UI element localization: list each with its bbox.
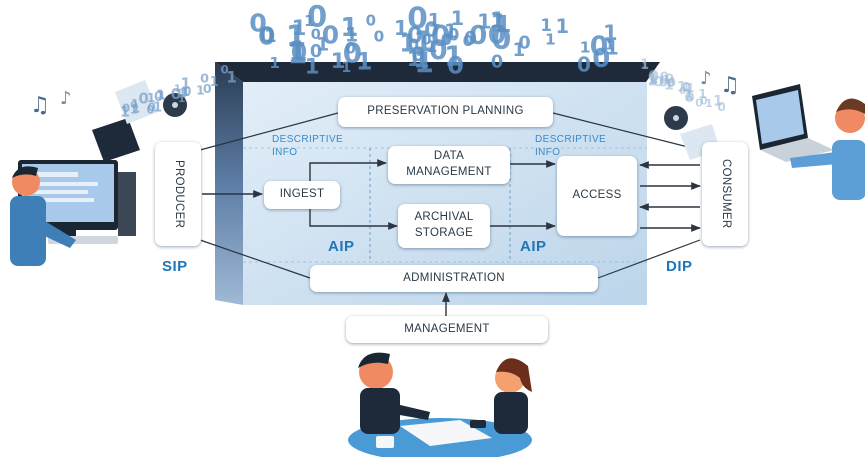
connector-line (552, 112, 701, 151)
svg-text:♫: ♫ (30, 93, 50, 118)
data-management-box: DATA MANAGEMENT (388, 146, 510, 184)
connector-line (199, 239, 311, 279)
sip-label: SIP (162, 258, 188, 275)
aip-right-label: AIP (520, 238, 547, 255)
connector-line (199, 112, 339, 151)
consumer-box: CONSUMER (702, 142, 748, 246)
svg-text:♪: ♪ (700, 68, 712, 89)
producer-box: PRODUCER (155, 142, 201, 246)
descriptive-info-left-label: DESCRIPTIVE INFO (272, 134, 344, 158)
music-notes-icon: ♫ ♪ ♪ ♫ (30, 68, 740, 118)
access-box: ACCESS (557, 156, 637, 236)
person-at-desktop-icon (10, 160, 136, 266)
person-with-laptop-icon (752, 84, 865, 200)
administration-box: ADMINISTRATION (310, 265, 598, 292)
svg-text:♫: ♫ (720, 73, 740, 98)
ingest-box: INGEST (264, 181, 340, 209)
meeting-people-icon (348, 352, 532, 457)
ingest-to-data-arrow (309, 159, 387, 181)
archive-box-top (215, 62, 660, 82)
descriptive-info-right-label: DESCRIPTIVE INFO (535, 134, 607, 158)
archival-storage-box: ARCHIVAL STORAGE (398, 204, 490, 248)
preservation-planning-box: PRESERVATION PLANNING (338, 97, 553, 127)
film-reel-icon (163, 93, 688, 130)
svg-text:♪: ♪ (60, 88, 72, 109)
aip-left-label: AIP (328, 238, 355, 255)
preservation-planning-label: PRESERVATION PLANNING (367, 105, 524, 118)
ingest-to-storage-arrow (309, 209, 398, 230)
dip-label: DIP (666, 258, 693, 275)
management-box: MANAGEMENT (346, 316, 548, 343)
connector-line (597, 239, 701, 279)
archive-box-side (215, 62, 243, 305)
